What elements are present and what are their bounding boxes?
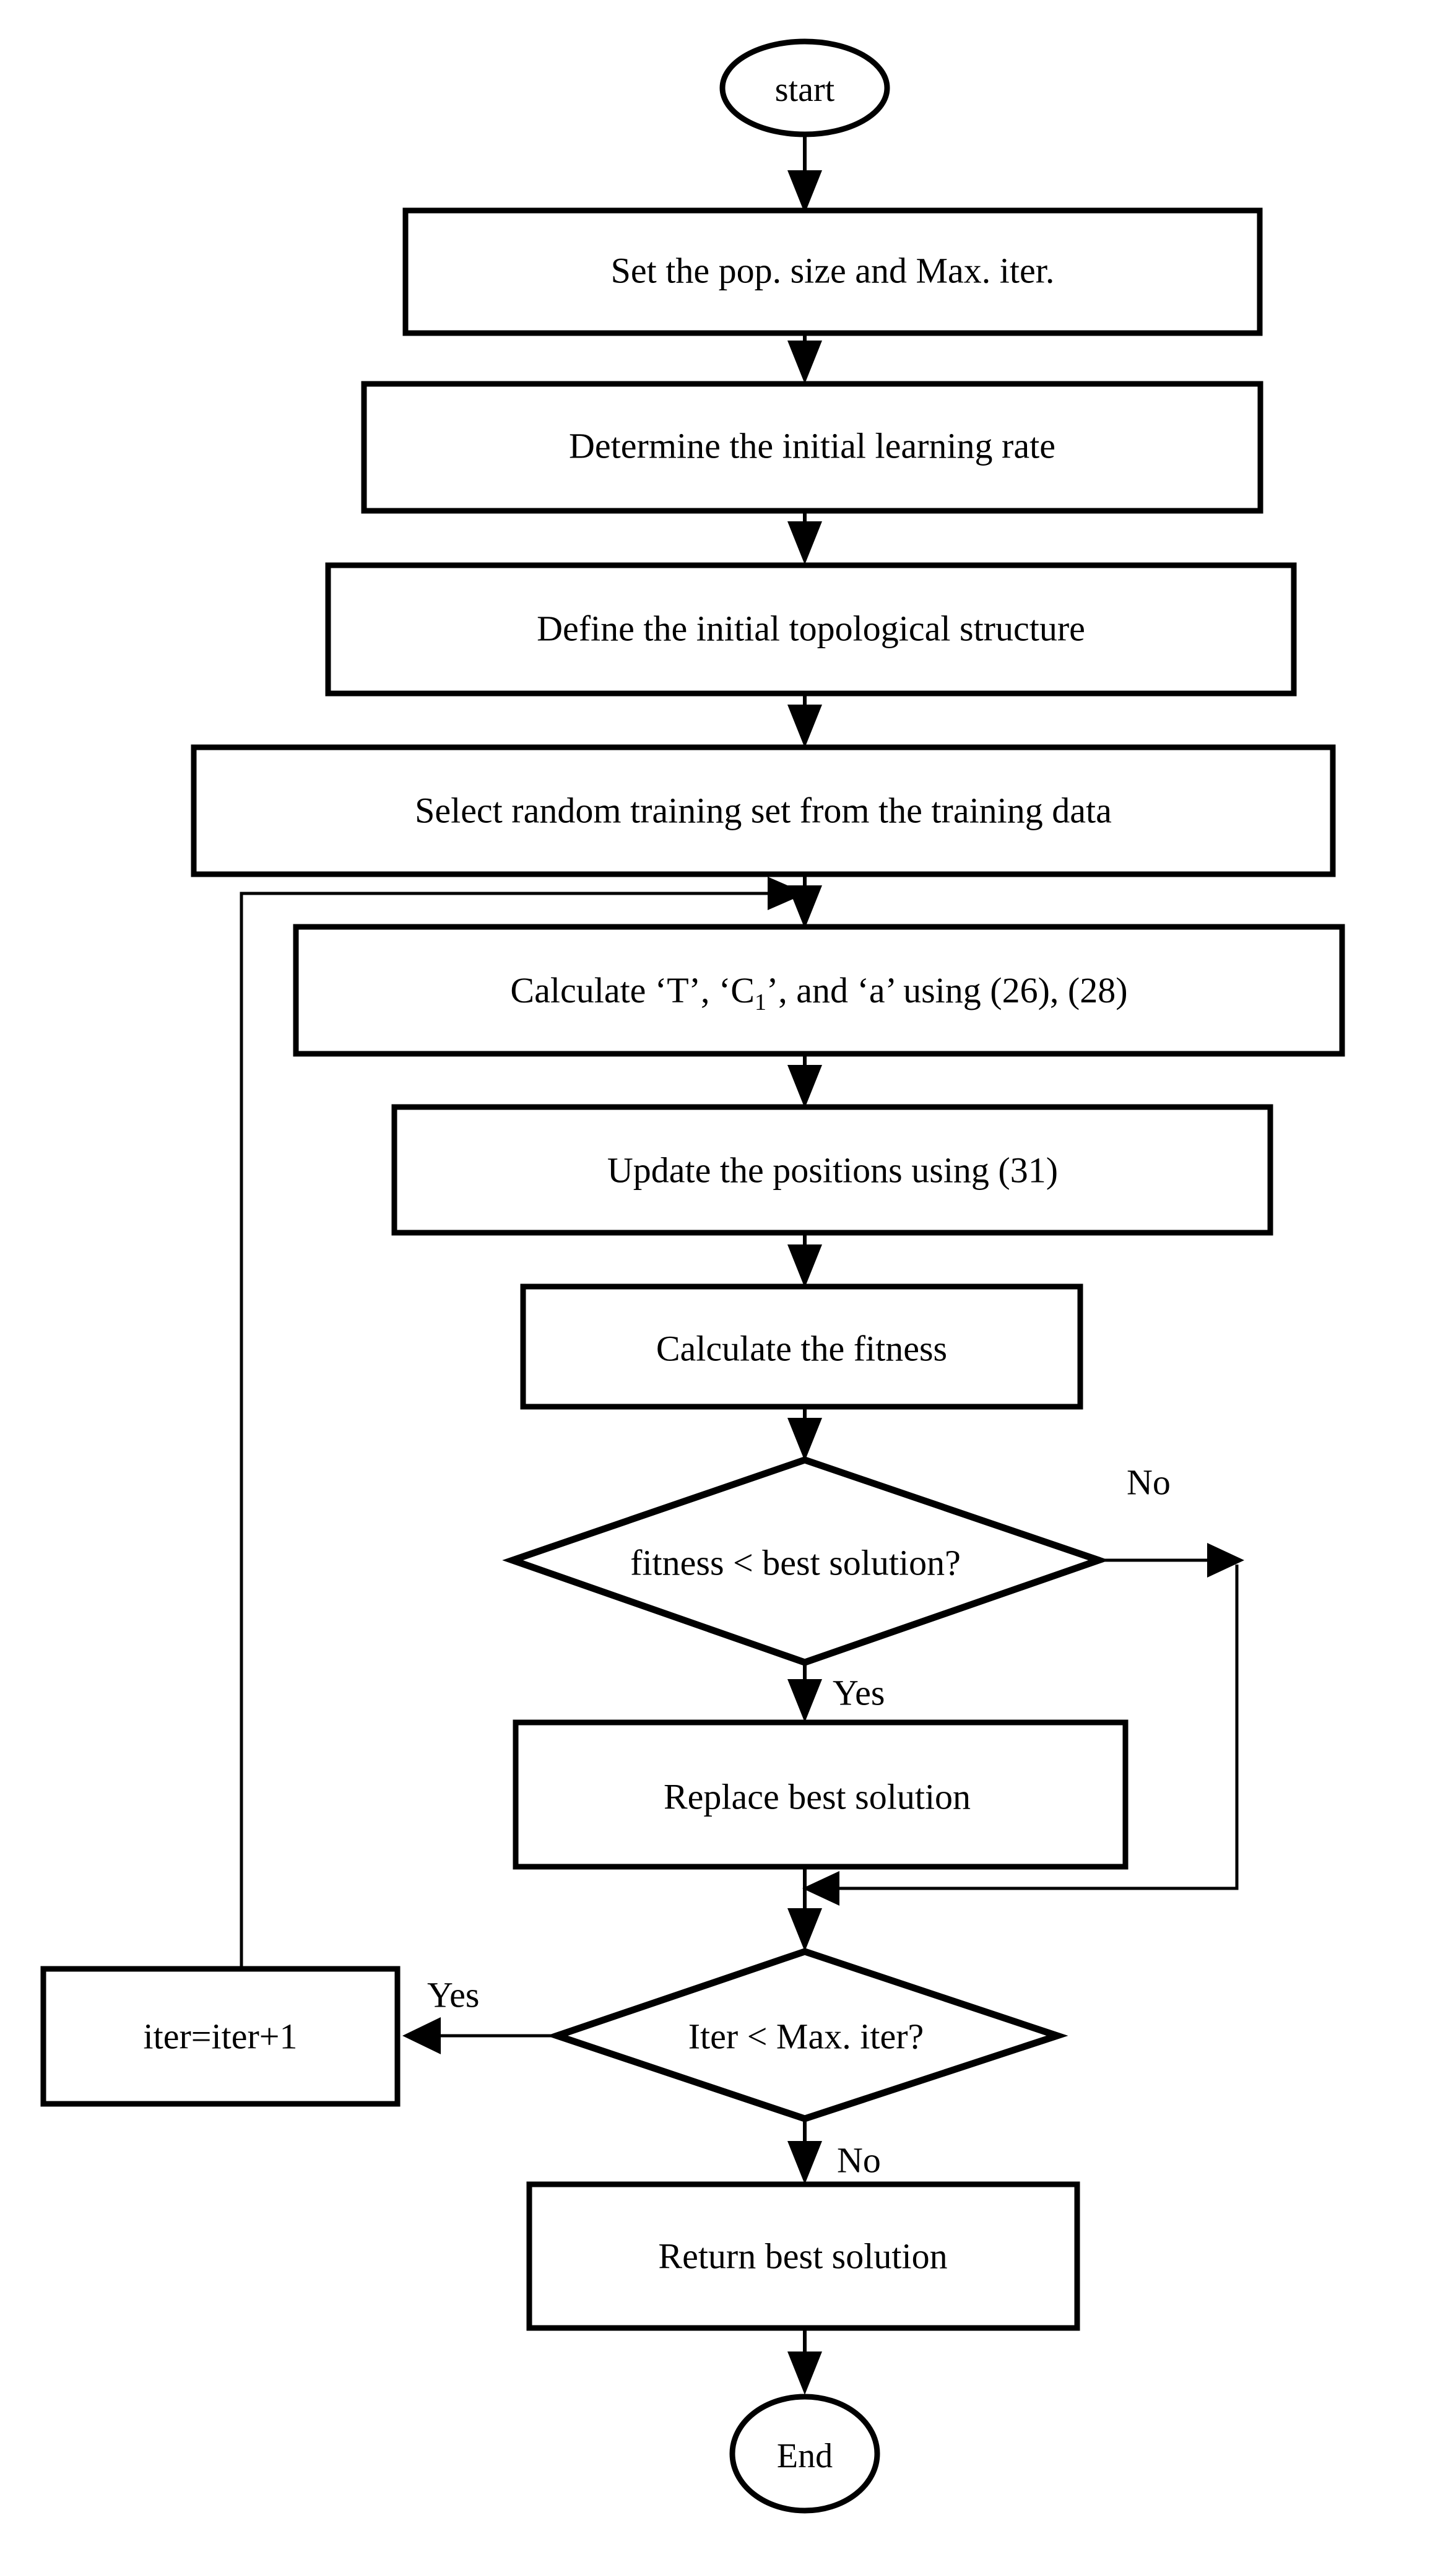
edge-iter-check-yes xyxy=(402,2017,557,2054)
node-set-pop-size-label: Set the pop. size and Max. iter. xyxy=(611,250,1055,290)
edge-define-topology-to-select-training xyxy=(787,692,822,748)
node-replace-best-solution[interactable]: Replace best solution xyxy=(513,1719,1129,1870)
node-set-pop-size[interactable]: Set the pop. size and Max. iter. xyxy=(402,207,1263,336)
edge-iter-increment-loopback xyxy=(240,877,806,1968)
node-fitness-check-label: fitness < best solution? xyxy=(630,1542,961,1583)
node-determine-learning-rate-label: Determine the initial learning rate xyxy=(569,425,1055,466)
node-select-training-set-label: Select random training set from the trai… xyxy=(415,790,1112,830)
edge-select-training-to-calculate-params xyxy=(787,873,822,929)
node-fitness-check[interactable]: fitness < best solution? xyxy=(502,1456,1109,1666)
edge-label-iter-yes: Yes xyxy=(427,1974,479,2015)
node-iter-increment-label: iter=iter+1 xyxy=(144,2016,298,2056)
node-define-topology[interactable]: Define the initial topological structure xyxy=(325,562,1297,697)
edge-start-to-set-pop xyxy=(787,133,822,214)
edge-set-pop-to-determine-lr xyxy=(787,331,822,384)
edge-return-best-to-end xyxy=(787,2329,822,2395)
node-return-best-solution[interactable]: Return best solution xyxy=(526,2181,1080,2331)
node-define-topology-label: Define the initial topological structure xyxy=(537,608,1085,648)
edge-label-fitness-no: No xyxy=(1127,1462,1171,1502)
node-iter-check-label: Iter < Max. iter? xyxy=(688,2016,924,2056)
node-return-best-solution-label: Return best solution xyxy=(658,2236,947,2276)
node-iter-increment[interactable]: iter=iter+1 xyxy=(40,1966,401,2107)
node-start[interactable]: start xyxy=(719,38,890,137)
edge-fitness-check-no xyxy=(802,1543,1244,1906)
node-start-label: start xyxy=(775,71,835,109)
edge-calculate-fitness-to-fitness-check xyxy=(787,1405,822,1461)
edge-calculate-params-to-update-positions xyxy=(787,1053,822,1108)
node-update-positions[interactable]: Update the positions using (31) xyxy=(391,1104,1273,1236)
edge-fitness-check-yes xyxy=(787,1662,822,1722)
edge-iter-check-no xyxy=(787,2119,822,2184)
node-calculate-params[interactable]: Calculate ‘T’, ‘C1’, and ‘a’ using (26),… xyxy=(293,924,1345,1057)
node-replace-best-solution-label: Replace best solution xyxy=(664,1776,971,1817)
node-iter-check[interactable]: Iter < Max. iter? xyxy=(546,1948,1068,2122)
edge-update-positions-to-calculate-fitness xyxy=(787,1233,822,1288)
node-select-training-set[interactable]: Select random training set from the trai… xyxy=(191,744,1336,877)
node-calculate-fitness[interactable]: Calculate the fitness xyxy=(520,1283,1083,1410)
node-calculate-fitness-label: Calculate the fitness xyxy=(656,1328,947,1368)
node-end-label: End xyxy=(777,2437,833,2475)
edge-label-fitness-yes: Yes xyxy=(833,1672,885,1713)
edge-replace-best-to-iter-check xyxy=(787,1867,822,1952)
node-update-positions-label: Update the positions using (31) xyxy=(607,1150,1058,1190)
edge-label-iter-no: No xyxy=(837,2140,881,2180)
node-end[interactable]: End xyxy=(729,2394,880,2514)
node-determine-learning-rate[interactable]: Determine the initial learning rate xyxy=(361,381,1263,514)
edge-determine-lr-to-define-topology xyxy=(787,511,822,565)
node-calculate-params-label: Calculate ‘T’, ‘C1’, and ‘a’ using (26),… xyxy=(510,970,1127,1015)
